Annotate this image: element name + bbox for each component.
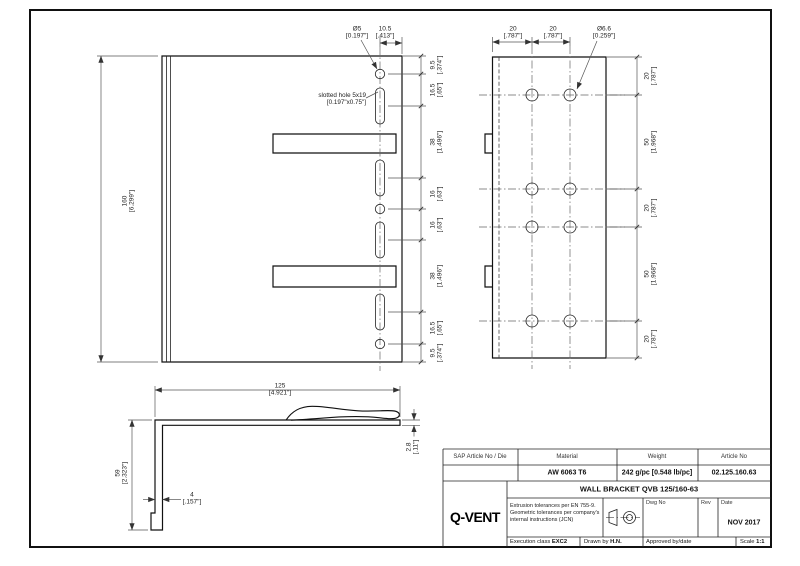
side-chain-label: 20[.787"] <box>643 66 658 86</box>
title-block-lines <box>442 448 771 547</box>
front-view <box>97 37 426 371</box>
front-chain-label: 16.5[.65"] <box>429 82 444 98</box>
profile-height-dim <box>128 419 152 531</box>
dwg-no-label: Dwg No <box>646 500 666 506</box>
front-chain-label: 9.5[.374"] <box>429 343 444 363</box>
profile-thickness-label: 4[.157"] <box>182 491 202 506</box>
header-material: Material <box>556 454 578 460</box>
header-sap-article: SAP Article No / Die <box>453 454 507 460</box>
scale: Scale 1:1 <box>740 539 765 545</box>
front-height-label: 160 [6.299"] <box>121 189 136 213</box>
side-hole-dia-label: Ø6.6[0.259"] <box>592 25 616 40</box>
header-weight: Weight <box>647 454 667 460</box>
front-chain-label: 16.5[.65"] <box>429 320 444 336</box>
date-value: NOV 2017 <box>727 519 761 527</box>
rev-label: Rev <box>701 500 711 506</box>
drawing-title: WALL BRACKET QVB 125/160-63 <box>579 484 699 494</box>
side-dim-chain <box>607 54 642 361</box>
value-material: AW 6063 T6 <box>547 469 587 477</box>
side-view <box>479 37 642 369</box>
approved-by: Approved by/date <box>646 539 692 545</box>
profile-width-label: 125[4.921"] <box>268 382 292 397</box>
side-spacing-label: 20[.787"] <box>543 25 563 40</box>
header-article-no: Article No <box>720 454 748 460</box>
profile-tip-dim <box>402 409 420 437</box>
drawing-border <box>29 9 772 548</box>
execution-class: Execution class EXC2 <box>510 539 568 545</box>
slotted-hole-note: slotted hole 5x19 [0.197"x0.75"] <box>318 92 366 107</box>
front-chain-label: 38[1.496"] <box>429 264 444 288</box>
drawn-by: Drawn by H.N. <box>584 539 622 545</box>
side-chain-label: 50[1.968"] <box>643 262 658 286</box>
date-label: Date <box>721 500 733 506</box>
side-spacing-label: 20[.787"] <box>503 25 523 40</box>
round-holes <box>374 68 386 350</box>
profile-width-dim <box>154 386 401 417</box>
front-chain-label: 16[.63"] <box>429 217 444 233</box>
side-chain-label: 50[1.968"] <box>643 130 658 154</box>
front-height-dim <box>97 55 158 363</box>
projection-symbol-icon <box>606 508 640 527</box>
value-article-no: 02.125.160.63 <box>711 469 757 477</box>
tolerance-notes: Extrusion tolerances per EN 755-9. Geome… <box>510 503 600 524</box>
front-hole-dia-label: Ø5 [0.197"] <box>345 25 369 40</box>
profile-tip-label: 2.8[.11"] <box>405 439 420 455</box>
profile-height-label: 59[2.323"] <box>114 461 129 485</box>
side-chain-label: 20[.787"] <box>643 198 658 218</box>
qvent-logo: Q-VENT <box>450 509 500 525</box>
slotted-holes <box>375 87 385 331</box>
front-top-dims <box>360 37 403 99</box>
side-top-dims <box>492 37 598 90</box>
profile-view <box>128 386 420 531</box>
bolt-holes <box>525 88 577 328</box>
front-chain-label: 9.5[.374"] <box>429 55 444 75</box>
front-offset-label: 10.5 [.413"] <box>375 25 395 40</box>
value-weight: 242 g/pc [0.548 lb/pc] <box>621 469 693 477</box>
side-chain-label: 20[.787"] <box>643 329 658 349</box>
front-chain-label: 16[.63"] <box>429 186 444 202</box>
front-chain-label: 38[1.496"] <box>429 130 444 154</box>
front-dim-chain <box>388 53 426 365</box>
